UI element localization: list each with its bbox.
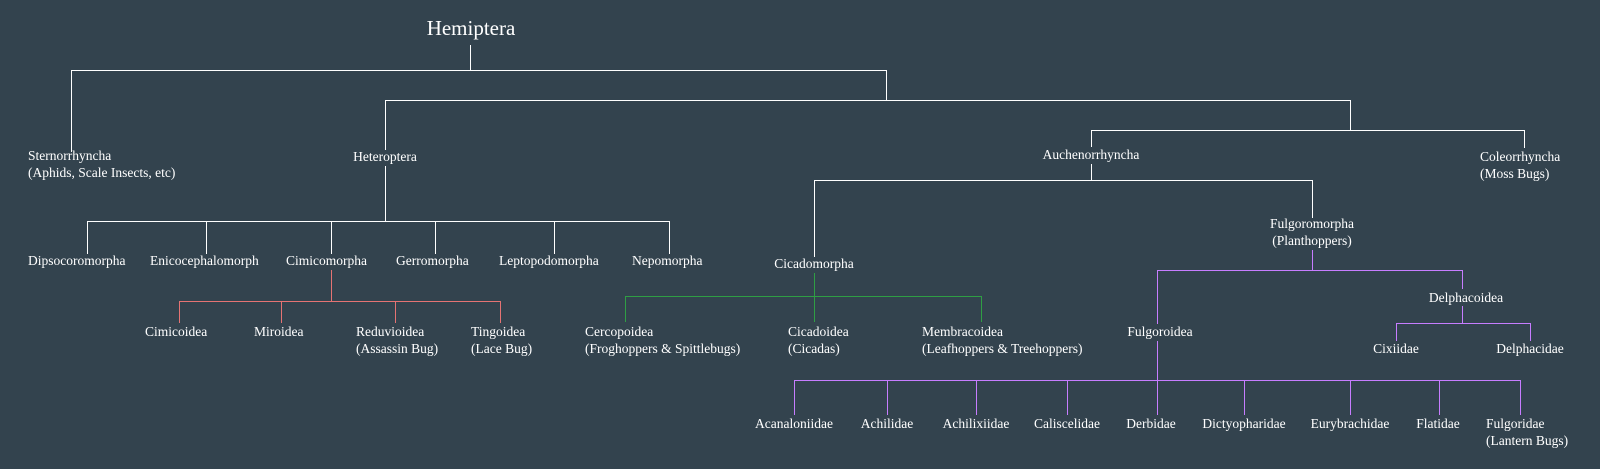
edges-cicadomorpha — [625, 273, 982, 322]
node-derbidae: Derbidae — [1126, 415, 1175, 432]
edges-main-clade — [385, 100, 1525, 150]
node-flatidae-label: Flatidae — [1416, 416, 1460, 431]
node-derbidae-label: Derbidae — [1126, 416, 1176, 431]
node-delphacoidea-label: Delphacoidea — [1428, 290, 1504, 305]
node-fulgoromorpha: Fulgoromorpha (Planthoppers) — [1270, 215, 1354, 249]
node-sternorrhyncha-common-name: (Aphids, Scale Insects, etc) — [28, 165, 176, 180]
node-enicocephalomorph: Enicocephalomorph — [150, 252, 259, 269]
node-coleorrhyncha: Coleorrhyncha (Moss Bugs) — [1480, 148, 1560, 182]
node-caliscelidae: Caliscelidae — [1034, 415, 1100, 432]
node-nepomorpha: Nepomorpha — [632, 252, 702, 269]
node-auchenorrhyncha-label: Auchenorrhyncha — [1042, 147, 1140, 162]
node-cicadoidea-label: Cicadoidea — [788, 324, 849, 339]
node-acanaloniidae-label: Acanaloniidae — [755, 416, 833, 431]
node-tingoidea: Tingoidea (Lace Bug) — [471, 323, 532, 357]
node-delphacidae-label: Delphacidae — [1496, 341, 1564, 356]
node-coleorrhyncha-label: Coleorrhyncha — [1480, 149, 1561, 164]
edges-cimicomorpha — [179, 270, 501, 323]
node-gerromorpha-label: Gerromorpha — [396, 253, 469, 268]
node-cicadomorpha-label: Cicadomorpha — [774, 256, 854, 271]
node-delphacidae: Delphacidae — [1496, 340, 1563, 357]
node-caliscelidae-label: Caliscelidae — [1034, 416, 1100, 431]
node-cimicoidea-label: Cimicoidea — [145, 324, 208, 339]
node-acanaloniidae: Acanaloniidae — [755, 415, 833, 432]
node-cicadoidea: Cicadoidea (Cicadas) — [788, 323, 849, 357]
node-dictyopharidae: Dictyopharidae — [1202, 415, 1285, 432]
node-enicocephalomorph-label: Enicocephalomorph — [150, 253, 259, 268]
edges-auchenorrhyncha — [814, 164, 1313, 257]
node-cicadoidea-common-name: (Cicadas) — [788, 341, 840, 356]
node-eurybrachidae-label: Eurybrachidae — [1310, 416, 1390, 431]
node-flatidae: Flatidae — [1416, 415, 1460, 432]
node-sternorrhyncha-label: Sternorrhyncha — [28, 148, 112, 163]
node-reduvioidea-label: Reduvioidea — [356, 324, 425, 339]
node-reduvioidea: Reduvioidea (Assassin Bug) — [356, 323, 438, 357]
node-sternorrhyncha: Sternorrhyncha (Aphids, Scale Insects, e… — [28, 147, 175, 181]
node-auchenorrhyncha: Auchenorrhyncha — [1043, 146, 1140, 163]
node-leptopodomorpha: Leptopodomorpha — [499, 252, 599, 269]
node-heteroptera: Heteroptera — [353, 148, 417, 165]
node-cixiidae-label: Cixiidae — [1373, 341, 1419, 356]
node-coleorrhyncha-common-name: (Moss Bugs) — [1480, 166, 1550, 181]
node-cercopoidea-label: Cercopoidea — [585, 324, 654, 339]
node-cercopoidea-common-name: (Froghoppers & Spittlebugs) — [585, 341, 741, 356]
node-cixiidae: Cixiidae — [1373, 340, 1419, 357]
node-tingoidea-common-name: (Lace Bug) — [471, 341, 533, 356]
node-cicadomorpha: Cicadomorpha — [774, 255, 853, 272]
node-hemiptera-label: Hemiptera — [426, 16, 516, 40]
node-achilixiidae-label: Achilixiidae — [942, 416, 1010, 431]
node-reduvioidea-common-name: (Assassin Bug) — [356, 341, 439, 356]
node-fulgoridae-common-name: (Lantern Bugs) — [1486, 433, 1569, 448]
edges-fulgoromorpha — [794, 250, 1531, 415]
node-fulgoromorpha-common-name: (Planthoppers) — [1272, 233, 1352, 248]
node-membracoidea: Membracoidea (Leafhoppers & Treehoppers) — [922, 323, 1082, 357]
node-cimicomorpha: Cimicomorpha — [286, 252, 367, 269]
node-dipsocoromorpha: Dipsocoromorpha — [28, 252, 125, 269]
node-achilixiidae: Achilixiidae — [943, 415, 1010, 432]
edges-heteroptera — [87, 166, 670, 254]
node-fulgoridae: Fulgoridae (Lantern Bugs) — [1486, 415, 1568, 449]
node-leptopodomorpha-label: Leptopodomorpha — [499, 253, 599, 268]
node-fulgoridae-label: Fulgoridae — [1486, 416, 1545, 431]
node-achilidae: Achilidae — [861, 415, 913, 432]
node-eurybrachidae: Eurybrachidae — [1311, 415, 1390, 432]
node-achilidae-label: Achilidae — [860, 416, 914, 431]
node-gerromorpha: Gerromorpha — [396, 252, 469, 269]
node-miroidea: Miroidea — [254, 323, 304, 340]
node-delphacoidea: Delphacoidea — [1429, 289, 1503, 306]
node-fulgoromorpha-label: Fulgoromorpha — [1270, 216, 1354, 231]
node-membracoidea-label: Membracoidea — [922, 324, 1003, 339]
node-heteroptera-label: Heteroptera — [353, 149, 417, 164]
node-fulgoroidea: Fulgoroidea — [1127, 323, 1192, 340]
edges-hemiptera — [71, 45, 887, 152]
node-cimicoidea: Cimicoidea — [145, 323, 207, 340]
node-membracoidea-common-name: (Leafhoppers & Treehoppers) — [922, 341, 1083, 356]
node-hemiptera: Hemiptera — [427, 16, 516, 40]
node-miroidea-label: Miroidea — [254, 324, 304, 339]
node-nepomorpha-label: Nepomorpha — [632, 253, 703, 268]
node-cimicomorpha-label: Cimicomorpha — [286, 253, 367, 268]
node-tingoidea-label: Tingoidea — [471, 324, 526, 339]
node-fulgoroidea-label: Fulgoroidea — [1127, 324, 1193, 339]
node-dipsocoromorpha-label: Dipsocoromorpha — [28, 253, 126, 268]
node-dictyopharidae-label: Dictyopharidae — [1202, 416, 1286, 431]
node-cercopoidea: Cercopoidea (Froghoppers & Spittlebugs) — [585, 323, 740, 357]
